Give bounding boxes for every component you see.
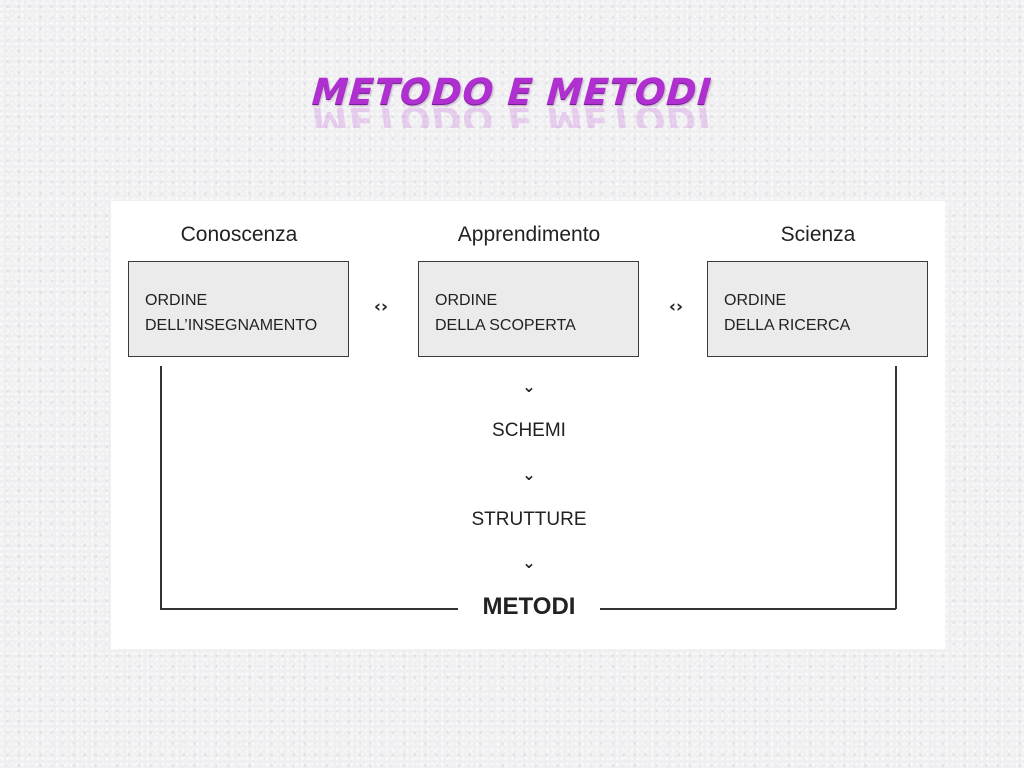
- step-schemi: SCHEMI: [492, 420, 566, 441]
- heading-conoscenza: Conoscenza: [180, 223, 298, 246]
- connector-line-bottom-right: [600, 608, 896, 610]
- box-line: ORDINE: [435, 292, 498, 309]
- final-metodi: METODI: [482, 593, 576, 620]
- box-ordine-ricerca: ORDINE DELLA RICERCA: [707, 261, 928, 357]
- box-line: DELL’INSEGNAMENTO: [145, 317, 318, 334]
- bidirectional-arrow-icon: ‹›: [373, 297, 388, 317]
- connector-line-right: [895, 366, 897, 609]
- box-line: DELLA RICERCA: [724, 317, 851, 334]
- bidirectional-arrow-icon: ‹›: [668, 297, 683, 317]
- box-line: DELLA SCOPERTA: [435, 317, 576, 334]
- step-strutture: STRUTTURE: [471, 509, 587, 530]
- connector-line-bottom-left: [160, 608, 458, 610]
- box-line: ORDINE: [145, 292, 208, 309]
- diagram-panel: Conoscenza Apprendimento Scienza ORDINE …: [111, 201, 945, 649]
- box-line: ORDINE: [724, 292, 787, 309]
- slide-title-reflection: METODO E METODI: [0, 108, 1024, 128]
- chevron-down-icon: ⌄: [522, 465, 536, 484]
- slide-title: METODO E METODI: [310, 72, 714, 113]
- connector-line-left: [160, 366, 162, 609]
- heading-apprendimento: Apprendimento: [457, 223, 601, 246]
- heading-scienza: Scienza: [780, 223, 856, 246]
- chevron-down-icon: ⌄: [522, 553, 536, 572]
- box-ordine-scoperta: ORDINE DELLA SCOPERTA: [418, 261, 639, 357]
- box-ordine-insegnamento: ORDINE DELL’INSEGNAMENTO: [128, 261, 349, 357]
- chevron-down-icon: ⌄: [522, 377, 536, 396]
